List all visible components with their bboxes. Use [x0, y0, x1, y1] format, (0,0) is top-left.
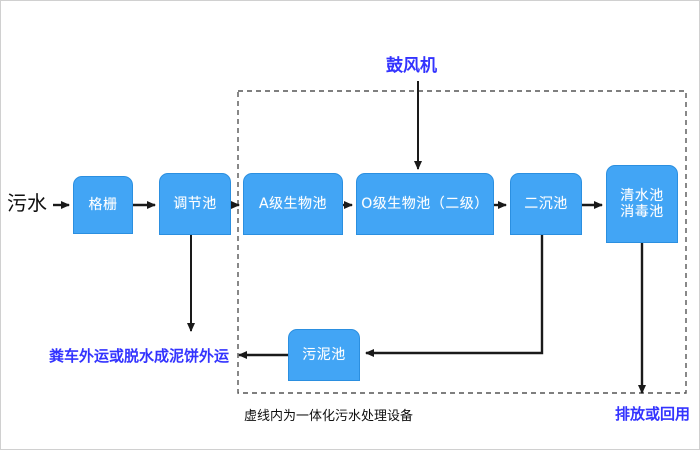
- node-clear-water-disinfection-pool[interactable]: 清水池 消毒池: [606, 165, 678, 243]
- node-grid-label: 格栅: [88, 196, 118, 213]
- node-clear-water-disinfection-pool-label: 清水池 消毒池: [620, 187, 664, 220]
- node-sludge-pool-label: 污泥池: [302, 346, 346, 363]
- node-secondary-sedimentation-tank[interactable]: 二沉池: [510, 173, 582, 235]
- node-adjust-tank-label: 调节池: [173, 195, 217, 212]
- node-a-level-bio-pool-label: A级生物池: [258, 195, 328, 212]
- discharge-reuse-label: 排放或回用: [615, 405, 691, 423]
- node-o-level-bio-pool-label: O级生物池（二级）: [361, 195, 489, 212]
- dashed-region-caption: 虚线内为一体化污水处理设备: [244, 409, 414, 424]
- node-o-level-bio-pool[interactable]: O级生物池（二级）: [356, 173, 494, 235]
- node-a-level-bio-pool[interactable]: A级生物池: [243, 173, 343, 235]
- inflow-label: 污水: [7, 191, 47, 215]
- integrated-equipment-dashed-boundary: [237, 90, 687, 394]
- node-adjust-tank[interactable]: 调节池: [159, 173, 231, 235]
- blower-label: 鼓风机: [386, 56, 437, 76]
- sludge-disposal-label: 粪车外运或脱水成泥饼外运: [49, 347, 230, 365]
- node-grid[interactable]: 格栅: [73, 176, 133, 234]
- arrow-sed2-to-sludge: [365, 235, 544, 357]
- node-sludge-pool[interactable]: 污泥池: [288, 329, 360, 381]
- node-secondary-sedimentation-tank-label: 二沉池: [524, 195, 568, 212]
